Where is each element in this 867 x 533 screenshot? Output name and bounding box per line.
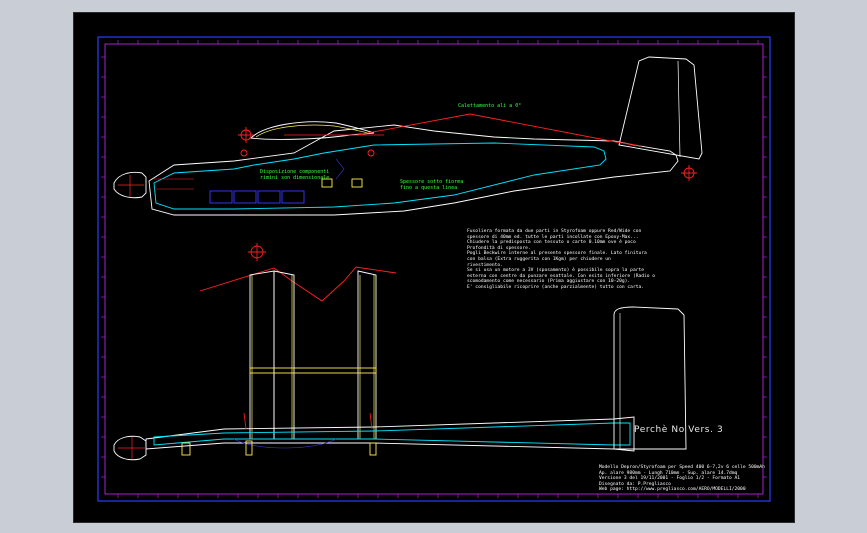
wing-spar-lines: [251, 275, 375, 439]
title-block-line: Ap. alare 980mm - Lungh 710mm - Sup. ala…: [599, 470, 738, 476]
fuselage-cutline: [335, 158, 345, 180]
nose-spinner-bottom-red: [118, 437, 146, 459]
fuselage-side-inner: [153, 142, 607, 210]
wheel-2: [245, 440, 253, 456]
description-line: esterna con centre da punzare esattale. …: [467, 273, 656, 279]
fin-rudder-line: [677, 60, 681, 158]
title-block-line: Modello Depron/Styrofoam per Speed 400 6…: [599, 465, 765, 470]
fuselage-top-outline: [145, 416, 635, 452]
wing-airfoil: [250, 121, 375, 140]
nose-spinner-bottom: [113, 435, 147, 461]
title-block-line: Versione 3 del 19/11/2001 - Foglio 1/2 -…: [599, 476, 741, 482]
wheel-3: [369, 442, 377, 456]
description-line: Fusoliera formata da due parti in Styrof…: [467, 229, 642, 234]
description-line: Profondità di spessore.: [467, 245, 531, 251]
components-note-2: rimini son dimensionale: [260, 175, 330, 181]
description-line: rivestimento.: [467, 262, 503, 268]
description-line: Chiudere la predisposta con tessuto o ca…: [467, 240, 636, 246]
incidence-note: Calettamento ali a 0°: [458, 103, 522, 109]
cg-crosshair-top: [238, 127, 254, 143]
servo-block-1: [209, 190, 233, 204]
border-ticks: [101, 40, 767, 498]
top-view: [113, 243, 687, 461]
fuselage-top-inner2: [233, 438, 337, 449]
tailplane: [613, 306, 687, 450]
cg-crosshair-bottom: [248, 243, 266, 261]
wing-panel-left: [249, 270, 275, 440]
space-note-2: fino a questa linea: [400, 185, 458, 191]
description-line: Se si usa un motore a 3V (sposamento) è …: [467, 268, 645, 274]
sheet-border-outer: [97, 36, 771, 502]
sheet-border-inner: [104, 43, 764, 495]
nose-spinner: [113, 171, 147, 199]
battery-block: [321, 178, 333, 188]
description-line: Pogli Beckwire interne al presente spess…: [467, 251, 647, 257]
title-block-line: Disegnato da: P.Pregliasco: [599, 481, 671, 487]
wing-airfoil-inner: [255, 124, 369, 138]
wing-dowel-rear: [367, 149, 375, 157]
wing-panel-center: [273, 270, 295, 440]
wing-spar-section: [249, 367, 377, 374]
description-line: E' consigliabile ricoprire (anche parzia…: [467, 284, 645, 290]
servo-block-2: [233, 190, 257, 204]
dowel-red-marks: [243, 412, 373, 430]
side-view: [113, 56, 703, 216]
wheel-1: [181, 442, 191, 456]
title-block: Modello Depron/Styrofoam per Speed 400 6…: [599, 465, 765, 493]
description-line: con balsa (Extra ruggerita con 1Kgm) per…: [467, 256, 611, 262]
servo-block-3: [257, 190, 281, 204]
receiver-block: [351, 178, 363, 188]
servo-block-4: [281, 190, 305, 204]
space-note-1: Spessore sotto fiorma: [400, 179, 464, 185]
nose-spinner-red: [118, 175, 144, 197]
motor-lines: [154, 178, 194, 190]
drawing-sheet: Calettamento ali a 0° Disposizione compo…: [73, 12, 795, 523]
fuselage-top-inner: [153, 422, 631, 446]
drawing-title: Perchè No Vers. 3: [634, 425, 724, 435]
description-line: spessore di 40mm ed. tutte le parti inco…: [467, 234, 639, 240]
title-block-line: Web page: http://www.pregliasco.com/AERO…: [599, 487, 746, 493]
vertical-fin: [618, 56, 703, 160]
dihedral-line: [199, 266, 397, 302]
wing-dowel-front: [240, 149, 248, 157]
incidence-line: [356, 113, 643, 147]
description-line: scomodamento come necessario (Prima aggi…: [467, 279, 631, 285]
wing-panel-right: [357, 270, 377, 440]
description-block: Fusoliera formata da due parti in Styrof…: [467, 229, 655, 291]
components-note-1: Disposizione componenti: [260, 169, 330, 175]
fin-crosshair: [681, 165, 697, 181]
airplane-plan-drawing: [97, 36, 771, 502]
